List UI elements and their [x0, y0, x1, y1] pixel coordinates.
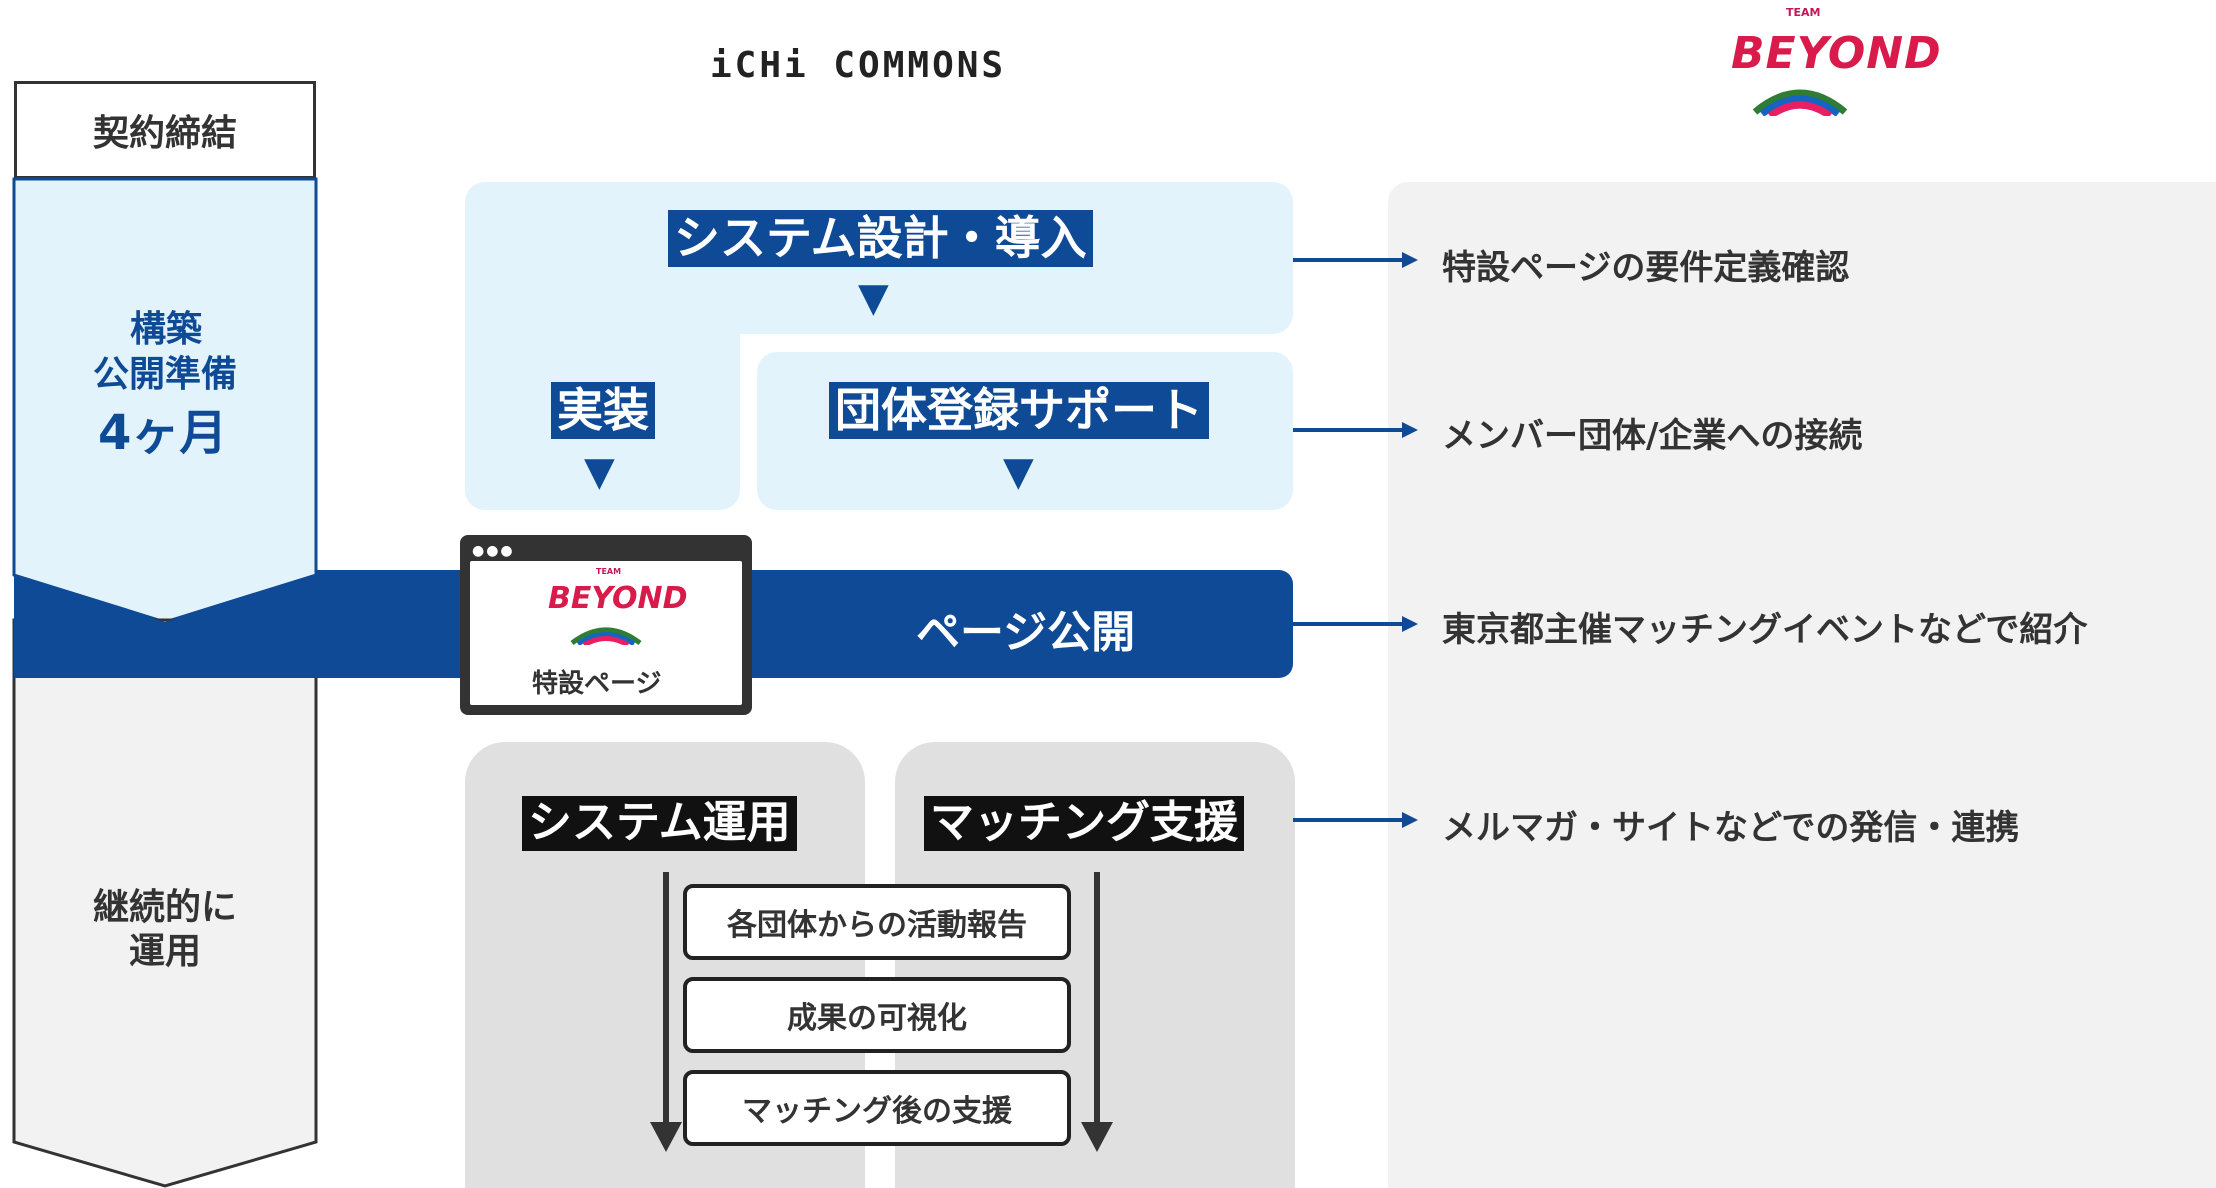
- ichi-commons-logo-text: iCHi COMMONS: [710, 44, 1007, 86]
- contract-label: 契約締結: [92, 113, 237, 154]
- beyond-activities-panel: [1388, 182, 2216, 1188]
- system-operation-title: システム運用: [522, 796, 797, 851]
- step-visualization: 成果の可視化: [683, 977, 1071, 1053]
- ongoing-phase-line2: 運用: [129, 931, 202, 972]
- build-phase-duration: 4ヶ月: [98, 405, 228, 461]
- special-page-mockup: ●●● TEAM BEYOND 特設ページ: [460, 535, 752, 715]
- special-page-label: 特設ページ: [532, 669, 662, 699]
- team-beyond-logo-small-text: TEAM: [1786, 6, 1821, 19]
- implementation-title: 実装: [551, 382, 655, 439]
- page-publish-title: ページ公開: [916, 607, 1136, 658]
- build-phase-line2: 公開準備: [93, 354, 238, 395]
- step-activity-report-label: 各団体からの活動報告: [727, 908, 1027, 943]
- step-post-matching-support: マッチング後の支援: [683, 1070, 1071, 1146]
- right-item-member-connect: メンバー団体/企業への接続: [1442, 416, 1863, 456]
- step-visualization-label: 成果の可視化: [787, 1001, 967, 1036]
- ichi-commons-logo: iCHi COMMONS: [710, 40, 1006, 90]
- down-arrow-icon: ▼: [1003, 449, 1034, 495]
- rainbow-icon: [570, 627, 642, 645]
- mockup-logo-text: BEYOND: [548, 581, 688, 616]
- mockup-logo-small-text: TEAM: [596, 567, 622, 576]
- step-post-matching-support-label: マッチング後の支援: [742, 1094, 1012, 1129]
- step-activity-report: 各団体からの活動報告: [683, 884, 1071, 960]
- group-registration-title: 団体登録サポート: [829, 382, 1209, 439]
- timeline-arrow: [12, 177, 330, 1188]
- matching-support-title: マッチング支援: [924, 796, 1244, 851]
- team-beyond-logo: TEAM BEYOND: [1725, 6, 1941, 116]
- team-beyond-logo-text: BEYOND: [1731, 28, 1942, 79]
- right-item-newsletter: メルマガ・サイトなどでの発信・連携: [1442, 808, 2020, 848]
- right-item-requirements: 特設ページの要件定義確認: [1442, 248, 1850, 288]
- down-arrow-icon: ▼: [858, 275, 889, 321]
- ongoing-phase-line1: 継続的に: [93, 887, 238, 928]
- system-design-title: システム設計・導入: [668, 210, 1093, 267]
- right-item-event-intro: 東京都主催マッチングイベントなどで紹介: [1442, 610, 2088, 650]
- build-phase-line1: 構築: [130, 309, 203, 350]
- contract-phase: 契約締結: [14, 81, 316, 179]
- down-arrow-icon: ▼: [584, 449, 615, 495]
- browser-dots-icon: ●●●: [472, 543, 515, 559]
- rainbow-icon: [1752, 89, 1848, 116]
